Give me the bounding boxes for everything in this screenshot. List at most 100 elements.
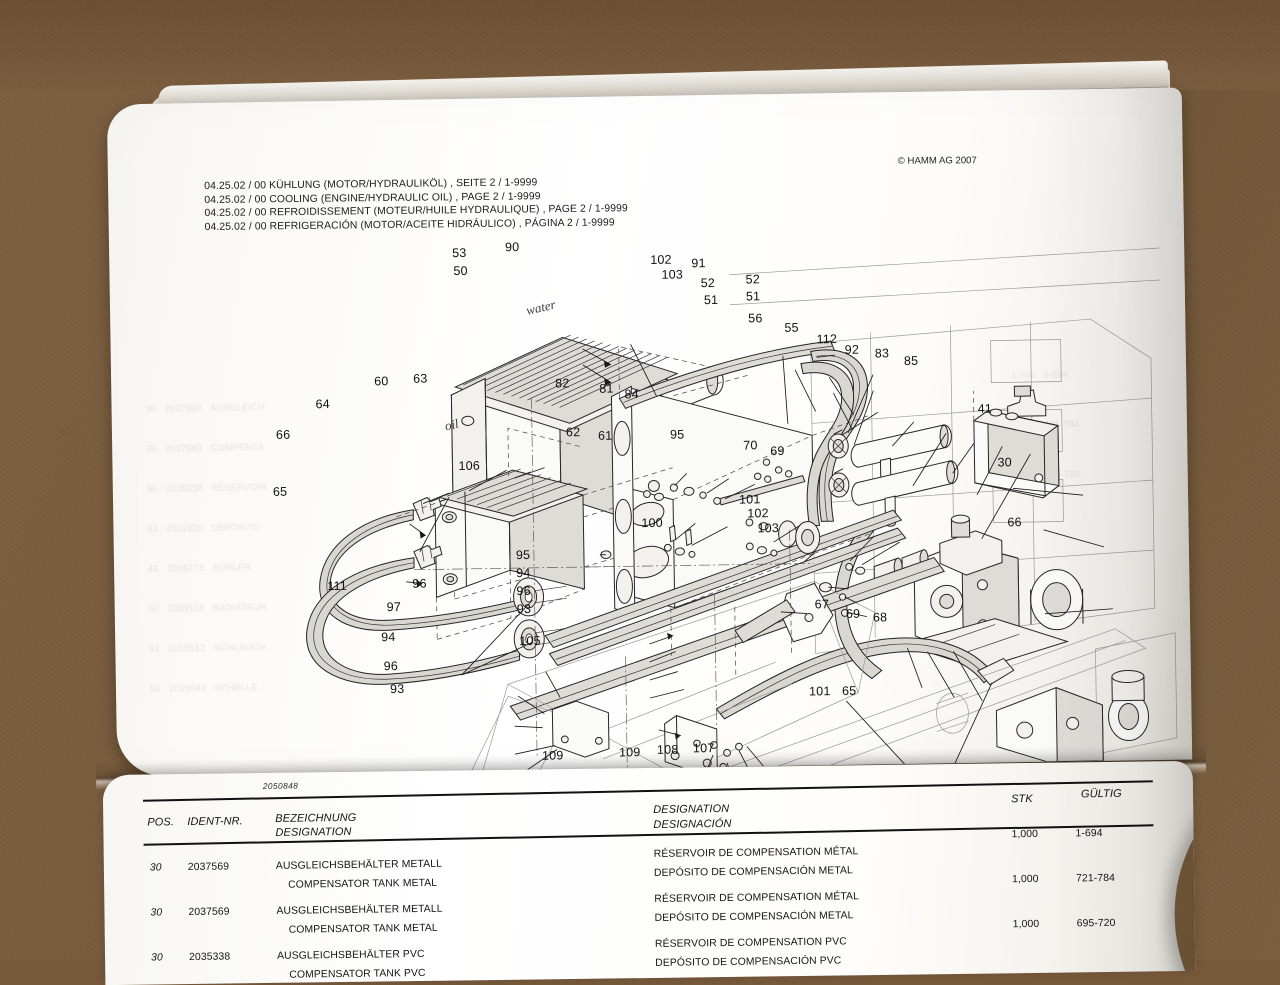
callout-number-50: 50 [453, 263, 468, 279]
callout-number-103: 103 [661, 267, 684, 282]
callout-number-41: 41 [977, 401, 993, 416]
diagram-page: 30 2037569 AUSGLEICH 30 2037569 COMPENSA… [106, 87, 1193, 777]
callout-number-61: 61 [597, 428, 613, 443]
cell-designation-es: DEPÓSITO DE COMPENSACIÓN METAL [653, 865, 853, 879]
hydraulic-hose-65 [306, 557, 521, 685]
callout-number-97: 97 [386, 599, 402, 615]
callout-number-106: 106 [458, 458, 481, 474]
col-header-designation-en: DESIGNATION [275, 825, 352, 839]
cell-valid: 721-784 [1076, 872, 1116, 885]
drawing-number: 2050848 [262, 780, 299, 792]
fastener-cluster-95 [745, 518, 798, 557]
lower-manifold [995, 670, 1150, 763]
callout-number-93: 93 [516, 601, 532, 617]
oil-cooler-60 [433, 468, 634, 640]
callout-number-65: 65 [841, 683, 857, 699]
callout-number-103: 103 [757, 520, 780, 536]
col-header-ident: IDENT-NR. [187, 815, 243, 829]
col-header-gultig: GÜLTIG [1080, 787, 1122, 801]
callout-number-66: 66 [275, 427, 291, 442]
callout-number-67: 67 [814, 597, 830, 612]
callout-number-101: 101 [808, 684, 831, 699]
fastener-cluster-82-81-84 [643, 474, 806, 506]
bracket-100-arm [734, 582, 834, 644]
callout-number-102: 102 [747, 506, 769, 521]
callout-number-55: 55 [784, 320, 799, 335]
col-header-bezeichnung: BEZEICHNUNG [275, 811, 357, 825]
part-caption-oil: oil [443, 415, 460, 434]
cell-designation-es: DEPÓSITO DE COMPENSACIÓN PVC [655, 955, 842, 969]
callout-number-95: 95 [669, 427, 685, 442]
cell-ident: 2037569 [188, 906, 230, 919]
hose-100-loop [834, 521, 883, 680]
callout-number-83: 83 [874, 346, 890, 361]
drawing-svg: .ln{fill:none;stroke:#262626;stroke-widt… [306, 247, 1178, 777]
callout-number-85: 85 [903, 353, 919, 368]
col-header-stk: STK [1010, 792, 1033, 806]
cell-ident: 2035338 [188, 951, 231, 964]
callout-number-93: 93 [389, 681, 405, 697]
callout-number-69: 69 [845, 606, 861, 621]
callout-number-92: 92 [844, 342, 860, 357]
cell-designation-fr: RÉSERVOIR DE COMPENSATION PVC [654, 936, 847, 950]
callout-number-52: 52 [700, 275, 716, 291]
fitting-64-upper [412, 496, 442, 522]
cell-designation-fr: RÉSERVOIR DE COMPENSATION MÉTAL [653, 846, 859, 860]
parts-table: 2050848 POS. IDENT-NR. BEZEICHNUNG DESIG… [103, 761, 1196, 985]
callout-number-64: 64 [315, 397, 330, 412]
cell-designation-fr: RÉSERVOIR DE COMPENSATION MÉTAL [654, 891, 860, 905]
callout-number-105: 105 [519, 633, 541, 649]
fitting-64-lower [413, 544, 443, 570]
col-header-designacion-es: DESIGNACIÓN [653, 817, 732, 831]
center-lines [414, 397, 815, 769]
callout-number-51: 51 [745, 289, 761, 304]
callout-number-56: 56 [748, 311, 763, 326]
hose-clamp-56-upper [827, 429, 849, 459]
fastener-cluster-62-61 [663, 524, 696, 558]
cell-valid: 1-694 [1075, 828, 1103, 840]
cell-designation-en: COMPENSATOR TANK PVC [289, 967, 426, 981]
cell-designation-es: DEPÓSITO DE COMPENSACIÓN METAL [654, 910, 854, 924]
cell-ident: 2037569 [187, 861, 230, 874]
col-header-pos: POS. [147, 816, 175, 829]
callout-number-95: 95 [515, 547, 531, 563]
callout-number-68: 68 [872, 610, 888, 625]
pivot-roller-95b [795, 521, 821, 555]
callout-number-62: 62 [565, 425, 581, 440]
callout-number-65: 65 [272, 484, 288, 499]
col-header-designation-fr: DESIGNATION [653, 802, 730, 816]
expansion-tank-30 [972, 385, 1060, 499]
callout-number-81: 81 [599, 381, 614, 396]
fastener-cluster-102-103 [754, 458, 793, 483]
callout-number-82: 82 [555, 376, 570, 391]
exploded-assembly-drawing: .ln{fill:none;stroke:#262626;stroke-widt… [107, 88, 1192, 777]
callout-number-102: 102 [650, 252, 672, 267]
coolant-pipe-112 [851, 460, 959, 527]
callout-number-96: 96 [516, 583, 531, 599]
callout-number-52: 52 [745, 272, 761, 287]
fastener-cluster-70-69 [818, 562, 866, 617]
callout-number-96: 96 [383, 658, 399, 674]
cell-pos: 30 [150, 952, 163, 964]
cell-valid: 695-720 [1076, 917, 1116, 930]
coolant-hose-91b [800, 361, 855, 527]
callout-number-91: 91 [691, 256, 706, 271]
construction-lines [393, 346, 975, 675]
callout-number-69: 69 [770, 443, 785, 459]
cell-qty: 1,000 [1011, 828, 1039, 841]
callout-number-30: 30 [997, 455, 1012, 470]
callout-number-101: 101 [738, 492, 761, 507]
callout-number-96: 96 [412, 576, 427, 591]
hose-coupler-111-lower [513, 619, 568, 659]
callout-number-100: 100 [641, 515, 664, 531]
cell-qty: 1,000 [1012, 873, 1039, 886]
callout-number-70: 70 [743, 438, 758, 453]
cell-pos: 30 [150, 907, 163, 919]
callout-number-66: 66 [1007, 515, 1022, 530]
cell-designation-de: AUSGLEICHSBEHÄLTER METALL [276, 903, 443, 917]
callout-number-51: 51 [703, 292, 719, 308]
cell-pos: 30 [149, 862, 162, 874]
leader-arrowheads [416, 360, 681, 740]
callout-number-112: 112 [816, 332, 838, 347]
hose-coupler-111-upper [513, 577, 567, 617]
